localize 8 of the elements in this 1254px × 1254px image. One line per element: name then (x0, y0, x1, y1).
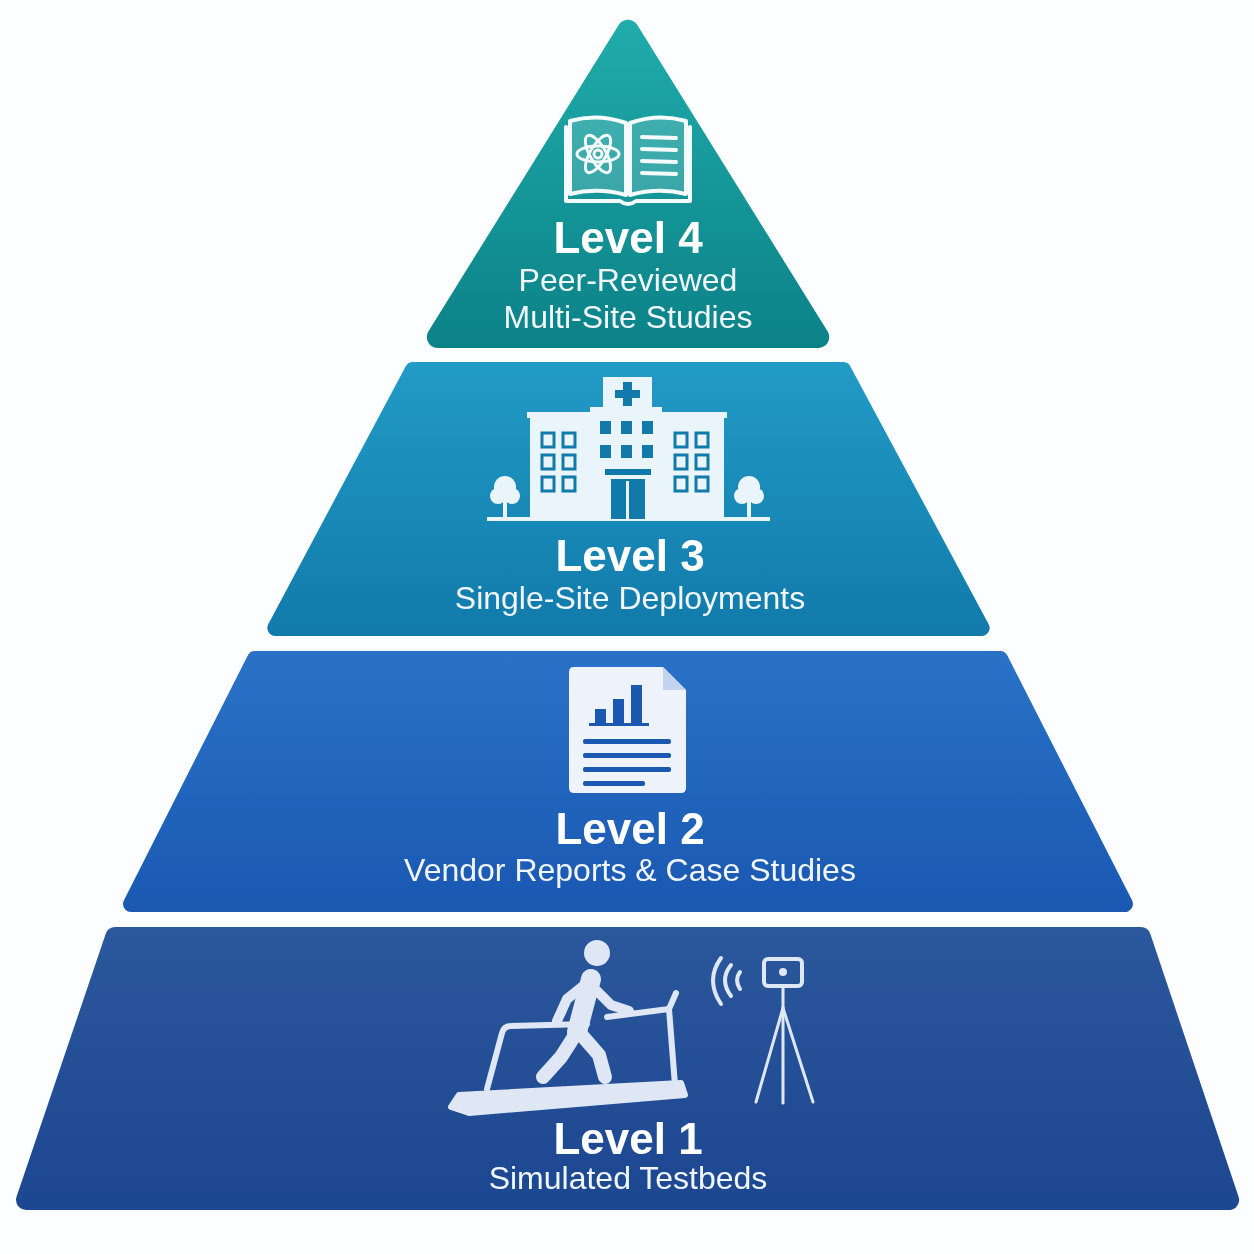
level-description: Single-Site Deployments (454, 580, 806, 617)
level-description: Simulated Testbeds (488, 1160, 768, 1197)
level-heading: Level 3 (555, 532, 705, 580)
level-heading: Level 1 (553, 1115, 703, 1163)
level-description: Vendor Reports & Case Studies (404, 852, 856, 889)
level-description: Peer-Reviewed Multi-Site Studies (502, 262, 754, 336)
level-heading: Level 4 (553, 214, 703, 262)
level-heading: Level 2 (555, 805, 705, 853)
